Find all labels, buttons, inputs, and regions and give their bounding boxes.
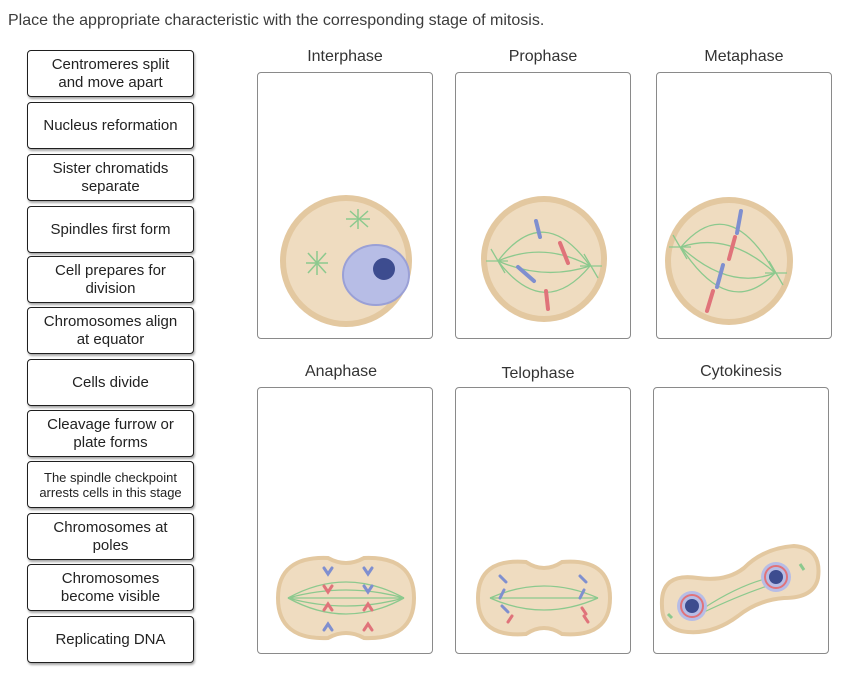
stage-title-telophase: Telophase <box>501 365 575 382</box>
stage-title-metaphase: Metaphase <box>704 48 784 65</box>
prophase-cell-illustration <box>481 196 607 322</box>
telophase-cell-illustration <box>475 559 613 637</box>
dropzone-interphase[interactable] <box>257 72 433 339</box>
interphase-cell-illustration <box>280 195 412 327</box>
label-card-cells-divide[interactable]: Cells divide <box>27 359 194 406</box>
label-card-nucleus-reformation[interactable]: Nucleus reformation <box>27 102 194 149</box>
dropzone-cytokinesis[interactable] <box>653 387 829 654</box>
anaphase-cell-illustration <box>275 555 417 641</box>
dropzone-anaphase[interactable] <box>257 387 433 654</box>
label-card-centromeres-split[interactable]: Centromeres split and move apart <box>27 50 194 97</box>
label-card-cleavage-furrow[interactable]: Cleavage furrow or plate forms <box>27 410 194 457</box>
instructions: Place the appropriate characteristic wit… <box>8 12 545 29</box>
stage-title-anaphase: Anaphase <box>304 363 378 380</box>
dropzone-prophase[interactable] <box>455 72 631 339</box>
label-card-replicating-dna[interactable]: Replicating DNA <box>27 616 194 663</box>
label-card-spindle-checkpoint[interactable]: The spindle checkpoint arrests cells in … <box>27 461 194 508</box>
dropzone-metaphase[interactable] <box>656 72 832 339</box>
stage-title-prophase: Prophase <box>508 48 578 65</box>
stage-title-cytokinesis: Cytokinesis <box>700 363 782 380</box>
dropzone-telophase[interactable] <box>455 387 631 654</box>
label-card-chromosomes-align[interactable]: Chromosomes align at equator <box>27 307 194 354</box>
stage-title-interphase: Interphase <box>307 48 383 65</box>
label-card-cell-prepares[interactable]: Cell prepares for division <box>27 256 194 303</box>
label-card-chromosomes-at-poles[interactable]: Chromosomes at poles <box>27 513 194 560</box>
label-card-spindles-first-form[interactable]: Spindles first form <box>27 206 194 253</box>
label-card-sister-chromatids-separate[interactable]: Sister chromatids separate <box>27 154 194 201</box>
label-card-chromosomes-visible[interactable]: Chromosomes become visible <box>27 564 194 611</box>
metaphase-cell-illustration <box>665 197 793 325</box>
cytokinesis-cell-illustration <box>659 543 821 635</box>
